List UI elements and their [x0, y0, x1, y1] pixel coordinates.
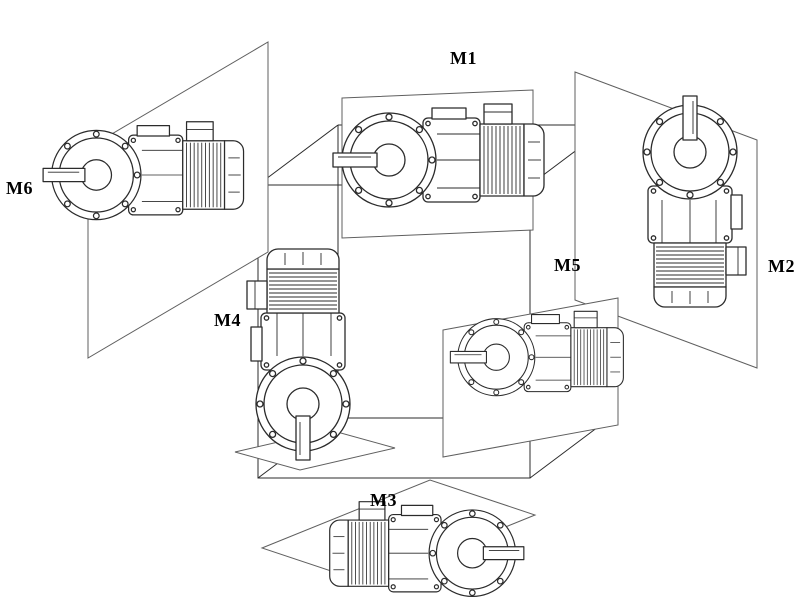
gearmotor-m1-illustration: [332, 103, 545, 208]
label-m3: M3: [370, 490, 397, 510]
label-m2: M2: [768, 256, 795, 276]
gearmotor-m4-illustration: [246, 248, 351, 461]
label-m4: M4: [214, 310, 241, 330]
label-m1: M1: [450, 48, 477, 68]
gearmotor-m5-illustration: [449, 310, 624, 397]
gearmotor-m2-illustration: [642, 95, 747, 308]
label-m5: M5: [554, 255, 581, 275]
label-m6: M6: [6, 178, 33, 198]
gearmotor-m6-illustration: [42, 121, 245, 221]
gearmotor-m3-illustration: [329, 501, 525, 598]
